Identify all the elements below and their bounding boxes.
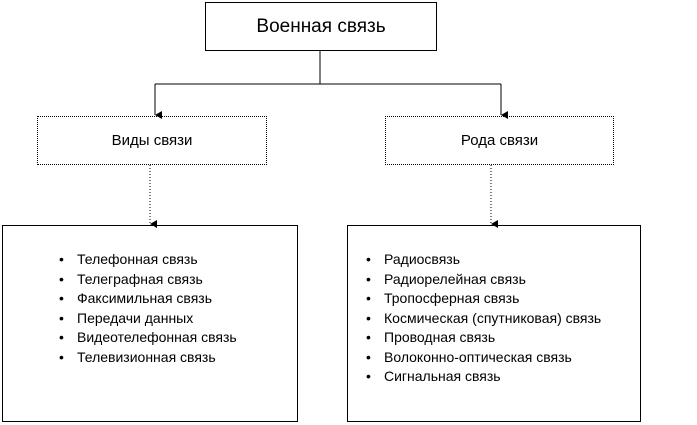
left-branch-label: Виды связи (111, 132, 193, 149)
left-list: Телефонная связь Телеграфная связь Факси… (59, 250, 279, 367)
root-label: Военная связь (256, 15, 386, 37)
right-branch-label: Рода связи (460, 132, 539, 149)
list-item: Видеотелефонная связь (59, 328, 279, 348)
right-list-box: Радиосвязь Радиорелейная связь Тропосфер… (347, 225, 641, 422)
right-list: Радиосвязь Радиорелейная связь Тропосфер… (366, 250, 641, 387)
root-node: Военная связь (205, 2, 437, 51)
list-item: Факсимильная связь (59, 289, 279, 309)
list-item: Проводная связь (366, 328, 641, 348)
list-item: Телеграфная связь (59, 270, 279, 290)
left-list-box: Телефонная связь Телеграфная связь Факси… (2, 225, 298, 422)
list-item: Радиосвязь (366, 250, 641, 270)
list-item: Радиорелейная связь (366, 270, 641, 290)
list-item: Телевизионная связь (59, 348, 279, 368)
list-item: Передачи данных (59, 309, 279, 329)
list-item: Тропосферная связь (366, 289, 641, 309)
left-branch-node: Виды связи (37, 116, 267, 165)
right-branch-node: Рода связи (385, 116, 614, 165)
list-item: Волоконно-оптическая связь (366, 348, 641, 368)
list-item: Сигнальная связь (366, 367, 641, 387)
list-item: Телефонная связь (59, 250, 279, 270)
list-item: Космическая (спутниковая) связь (366, 309, 641, 329)
